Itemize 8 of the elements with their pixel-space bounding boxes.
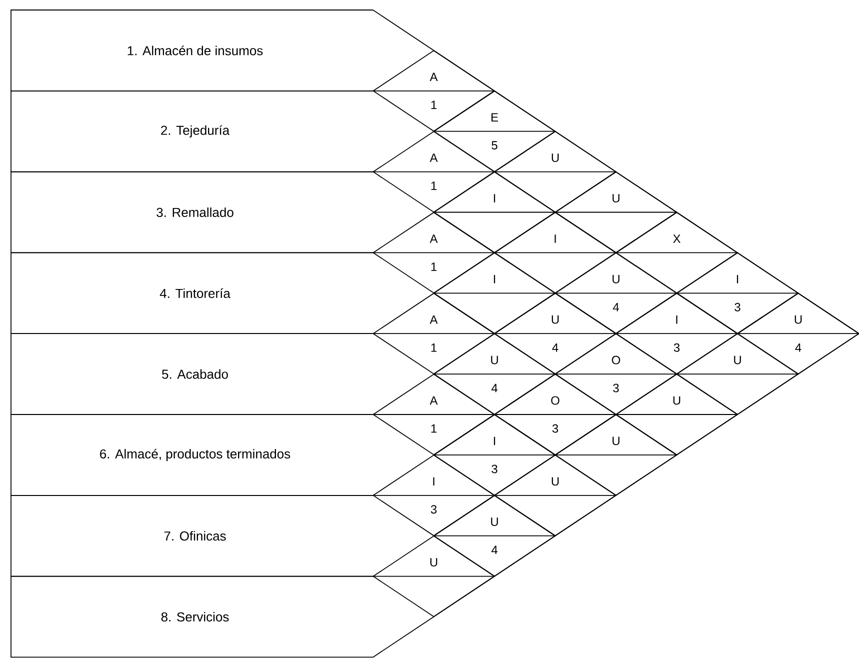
department-box: 2. Tejeduría [10,90,374,172]
department-box: 4. Tintorería [10,252,374,334]
department-box: 7. Ofinicas [10,494,374,577]
department-box: 8. Servicios [10,576,374,658]
department-box: 5. Acabado [10,333,374,415]
department-box: 1. Almacén de insumos [10,10,374,92]
department-box: 3. Remallado [10,171,374,254]
department-box: 6. Almacé, productos terminados [10,414,374,496]
